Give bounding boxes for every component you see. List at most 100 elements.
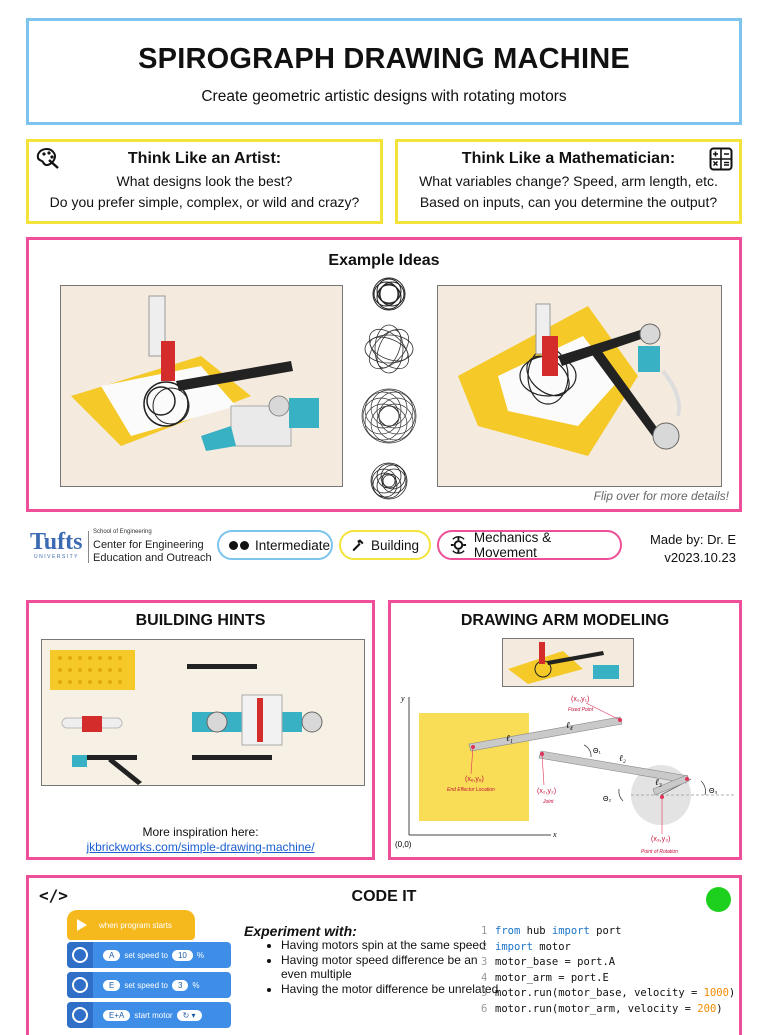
author-info: Made by: Dr. E v2023.10.23 xyxy=(650,531,736,567)
l4-label: ℓ₄ xyxy=(566,720,573,730)
tufts-logo: Tufts UNIVERSITY School of Engineering C… xyxy=(30,529,212,565)
motor-icon xyxy=(67,972,93,998)
motor-icon xyxy=(67,1002,93,1028)
gear-motion-icon xyxy=(450,536,467,554)
artist-line-1: What designs look the best? xyxy=(116,173,293,189)
topic-label: Mechanics & Movement xyxy=(473,530,552,560)
example-photo-left xyxy=(60,285,343,487)
fixed-point-coord: (x₁,y₁) xyxy=(571,696,589,703)
theta1-label: Θ₁ xyxy=(593,748,601,755)
play-icon xyxy=(77,919,87,931)
fixed-point-label: Fixed Point xyxy=(568,707,594,713)
tufts-wordmark: Tufts xyxy=(30,529,83,555)
end-effector-label: End Effector Location xyxy=(447,787,495,793)
school-label: School of Engineering xyxy=(93,529,152,535)
building-label: Building xyxy=(370,537,419,553)
spiral-examples xyxy=(361,277,417,500)
block-2-text: set speed to xyxy=(124,980,168,990)
block-2-unit: % xyxy=(192,980,200,990)
status-indicator xyxy=(706,887,731,912)
speed-a-value[interactable]: 10 xyxy=(171,949,193,961)
building-parts-photo xyxy=(41,639,365,786)
speed-e-value[interactable]: 3 xyxy=(171,979,189,991)
level-badge: Intermediate xyxy=(217,530,333,560)
block-3-text: start motor xyxy=(134,1010,173,1020)
level-label: Intermediate xyxy=(255,537,331,553)
code-heading: CODE IT xyxy=(351,888,417,905)
l2-label: ℓ₂ xyxy=(619,753,626,763)
joint-coord: (x₂,y₂) xyxy=(537,788,556,795)
calculator-icon xyxy=(709,147,733,171)
topic-badge: Mechanics & Movement xyxy=(437,530,622,560)
building-badge: Building xyxy=(339,530,431,560)
port-a-chip[interactable]: A xyxy=(103,949,121,961)
l3-label: ℓ₃ xyxy=(655,777,662,787)
block-start-motor[interactable]: E+A start motor ↻ ▾ xyxy=(67,1002,231,1028)
theta2-label: Θ₂ xyxy=(603,796,611,803)
x-axis-label: x xyxy=(552,830,557,839)
port-e-chip[interactable]: E xyxy=(103,979,121,991)
rotation-coord: (x₃,y₃) xyxy=(651,836,670,843)
block-start-label: when program starts xyxy=(99,920,172,930)
port-ea-chip[interactable]: E+A xyxy=(103,1009,131,1021)
version: v2023.10.23 xyxy=(664,550,736,565)
math-line-1: What variables change? Speed, arm length… xyxy=(419,173,718,189)
center-line-1: Center for Engineering xyxy=(93,539,204,551)
origin-label: (0,0) xyxy=(395,840,412,849)
code-icon: </> xyxy=(39,886,68,905)
joint-label: Joint xyxy=(542,799,554,805)
experiment-item: Having the motor difference be unrelated xyxy=(281,982,501,996)
experiment-item: Having motors spin at the same speed xyxy=(281,938,501,952)
made-by: Made by: Dr. E xyxy=(650,532,736,547)
building-panel: BUILDING HINTS More inspiration here: jk… xyxy=(26,600,375,860)
block-1-unit: % xyxy=(196,950,204,960)
theta3-label: Θ₃ xyxy=(709,788,717,795)
block-set-speed-e[interactable]: E set speed to 3 % xyxy=(67,972,231,998)
artist-heading: Think Like an Artist: xyxy=(127,150,282,167)
block-when-start[interactable]: when program starts xyxy=(67,910,195,940)
page-subtitle: Create geometric artistic designs with r… xyxy=(201,88,567,105)
center-line-2: Education and Outreach xyxy=(93,552,212,564)
example-photo-right xyxy=(437,285,722,487)
artist-line-2: Do you prefer simple, complex, or wild a… xyxy=(49,194,360,210)
l1-label: ℓ₁ xyxy=(506,733,513,743)
artist-panel: Think Like an Artist: What designs look … xyxy=(26,139,383,224)
block-set-speed-a[interactable]: A set speed to 10 % xyxy=(67,942,231,968)
math-panel: Think Like a Mathematician: What variabl… xyxy=(395,139,742,224)
building-heading: BUILDING HINTS xyxy=(135,612,266,629)
math-heading: Think Like a Mathematician: xyxy=(461,150,676,167)
experiment-list: Having motors spin at the same speed Hav… xyxy=(247,938,501,996)
direction-chip[interactable]: ↻ ▾ xyxy=(176,1009,202,1021)
end-effector-coord: (xₑ,yₑ) xyxy=(465,776,484,783)
block-1-text: set speed to xyxy=(124,950,168,960)
page-title: SPIROGRAPH DRAWING MACHINE xyxy=(138,43,630,75)
rotation-label: Point of Rotation xyxy=(641,849,678,855)
y-axis-label: y xyxy=(400,694,405,703)
hammer-icon xyxy=(352,539,364,551)
tufts-university: UNIVERSITY xyxy=(34,554,80,560)
logo-divider xyxy=(88,531,89,563)
palette-icon xyxy=(36,147,59,169)
examples-panel: Example Ideas xyxy=(26,237,742,512)
code-panel: </> CODE IT when program starts A set sp… xyxy=(26,875,742,1035)
experiment-item: Having motor speed difference be an even… xyxy=(281,953,501,981)
modeling-heading: DRAWING ARM MODELING xyxy=(460,612,670,629)
experiment-heading: Experiment with: xyxy=(244,923,357,939)
inspiration-link[interactable]: jkbrickworks.com/simple-drawing-machine/ xyxy=(86,840,315,854)
modeling-panel: DRAWING ARM MODELING xyxy=(388,600,742,860)
header-panel: SPIROGRAPH DRAWING MACHINE Create geomet… xyxy=(26,18,742,125)
math-line-2: Based on inputs, can you determine the o… xyxy=(419,194,718,210)
arm-model-diagram: y x (0,0) (x₁,y₁) Fixed Point (xₑ,yₑ) En… xyxy=(395,694,736,855)
flip-note: Flip over for more details! xyxy=(593,489,729,503)
level-dots-icon xyxy=(229,540,249,550)
modeling-photo xyxy=(502,638,634,687)
examples-heading: Example Ideas xyxy=(328,252,440,269)
motor-icon xyxy=(67,942,93,968)
more-inspiration-label: More inspiration here: xyxy=(142,825,259,839)
